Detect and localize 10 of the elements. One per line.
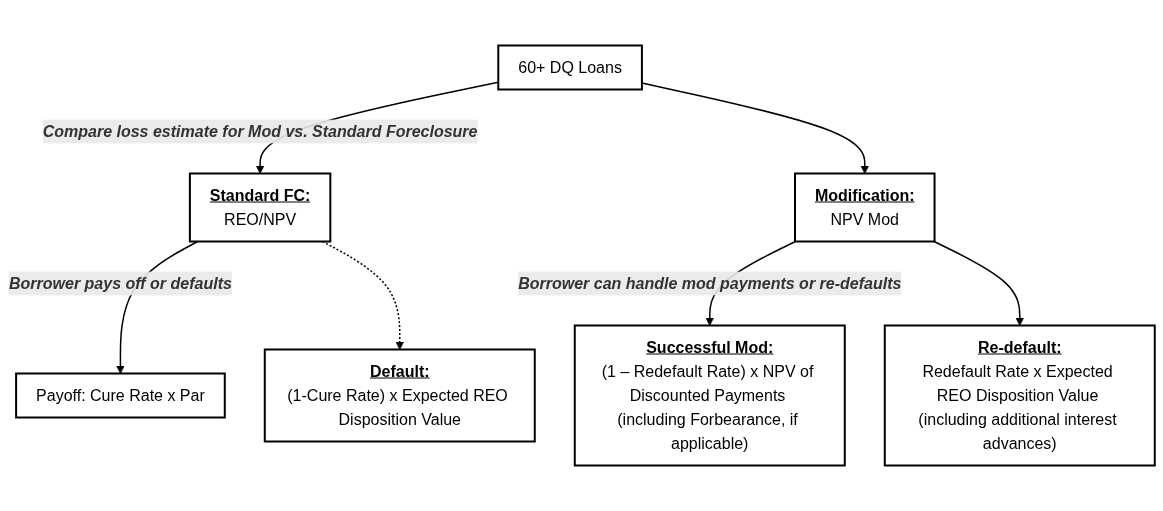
edge-label: Borrower pays off or defaults — [8, 274, 232, 292]
node-box: Default: (1-Cure Rate) x Expected REO Disposition Value — [263, 348, 536, 443]
edge-label: Compare loss estimate for Mod vs. Standard Foreclosure — [42, 122, 478, 140]
node-box: Re-default: Redefault Rate x Expected REO Disposition Value (including additional interest advances) — [883, 324, 1156, 467]
node-box: Modification: NPV Mod — [793, 172, 936, 243]
node-box: Payoff: Cure Rate x Par — [14, 372, 226, 419]
node-box: 60+ DQ Loans — [496, 44, 643, 91]
node-box: Successful Mod: (1 – Redefault Rate) x NPV of Discounted Payments (including Forbearance, if applicable) — [573, 324, 846, 467]
edge-label: Borrower can handle mod payments or re-defaults — [517, 274, 901, 292]
node-box: Standard FC: REO/NPV — [188, 172, 331, 243]
